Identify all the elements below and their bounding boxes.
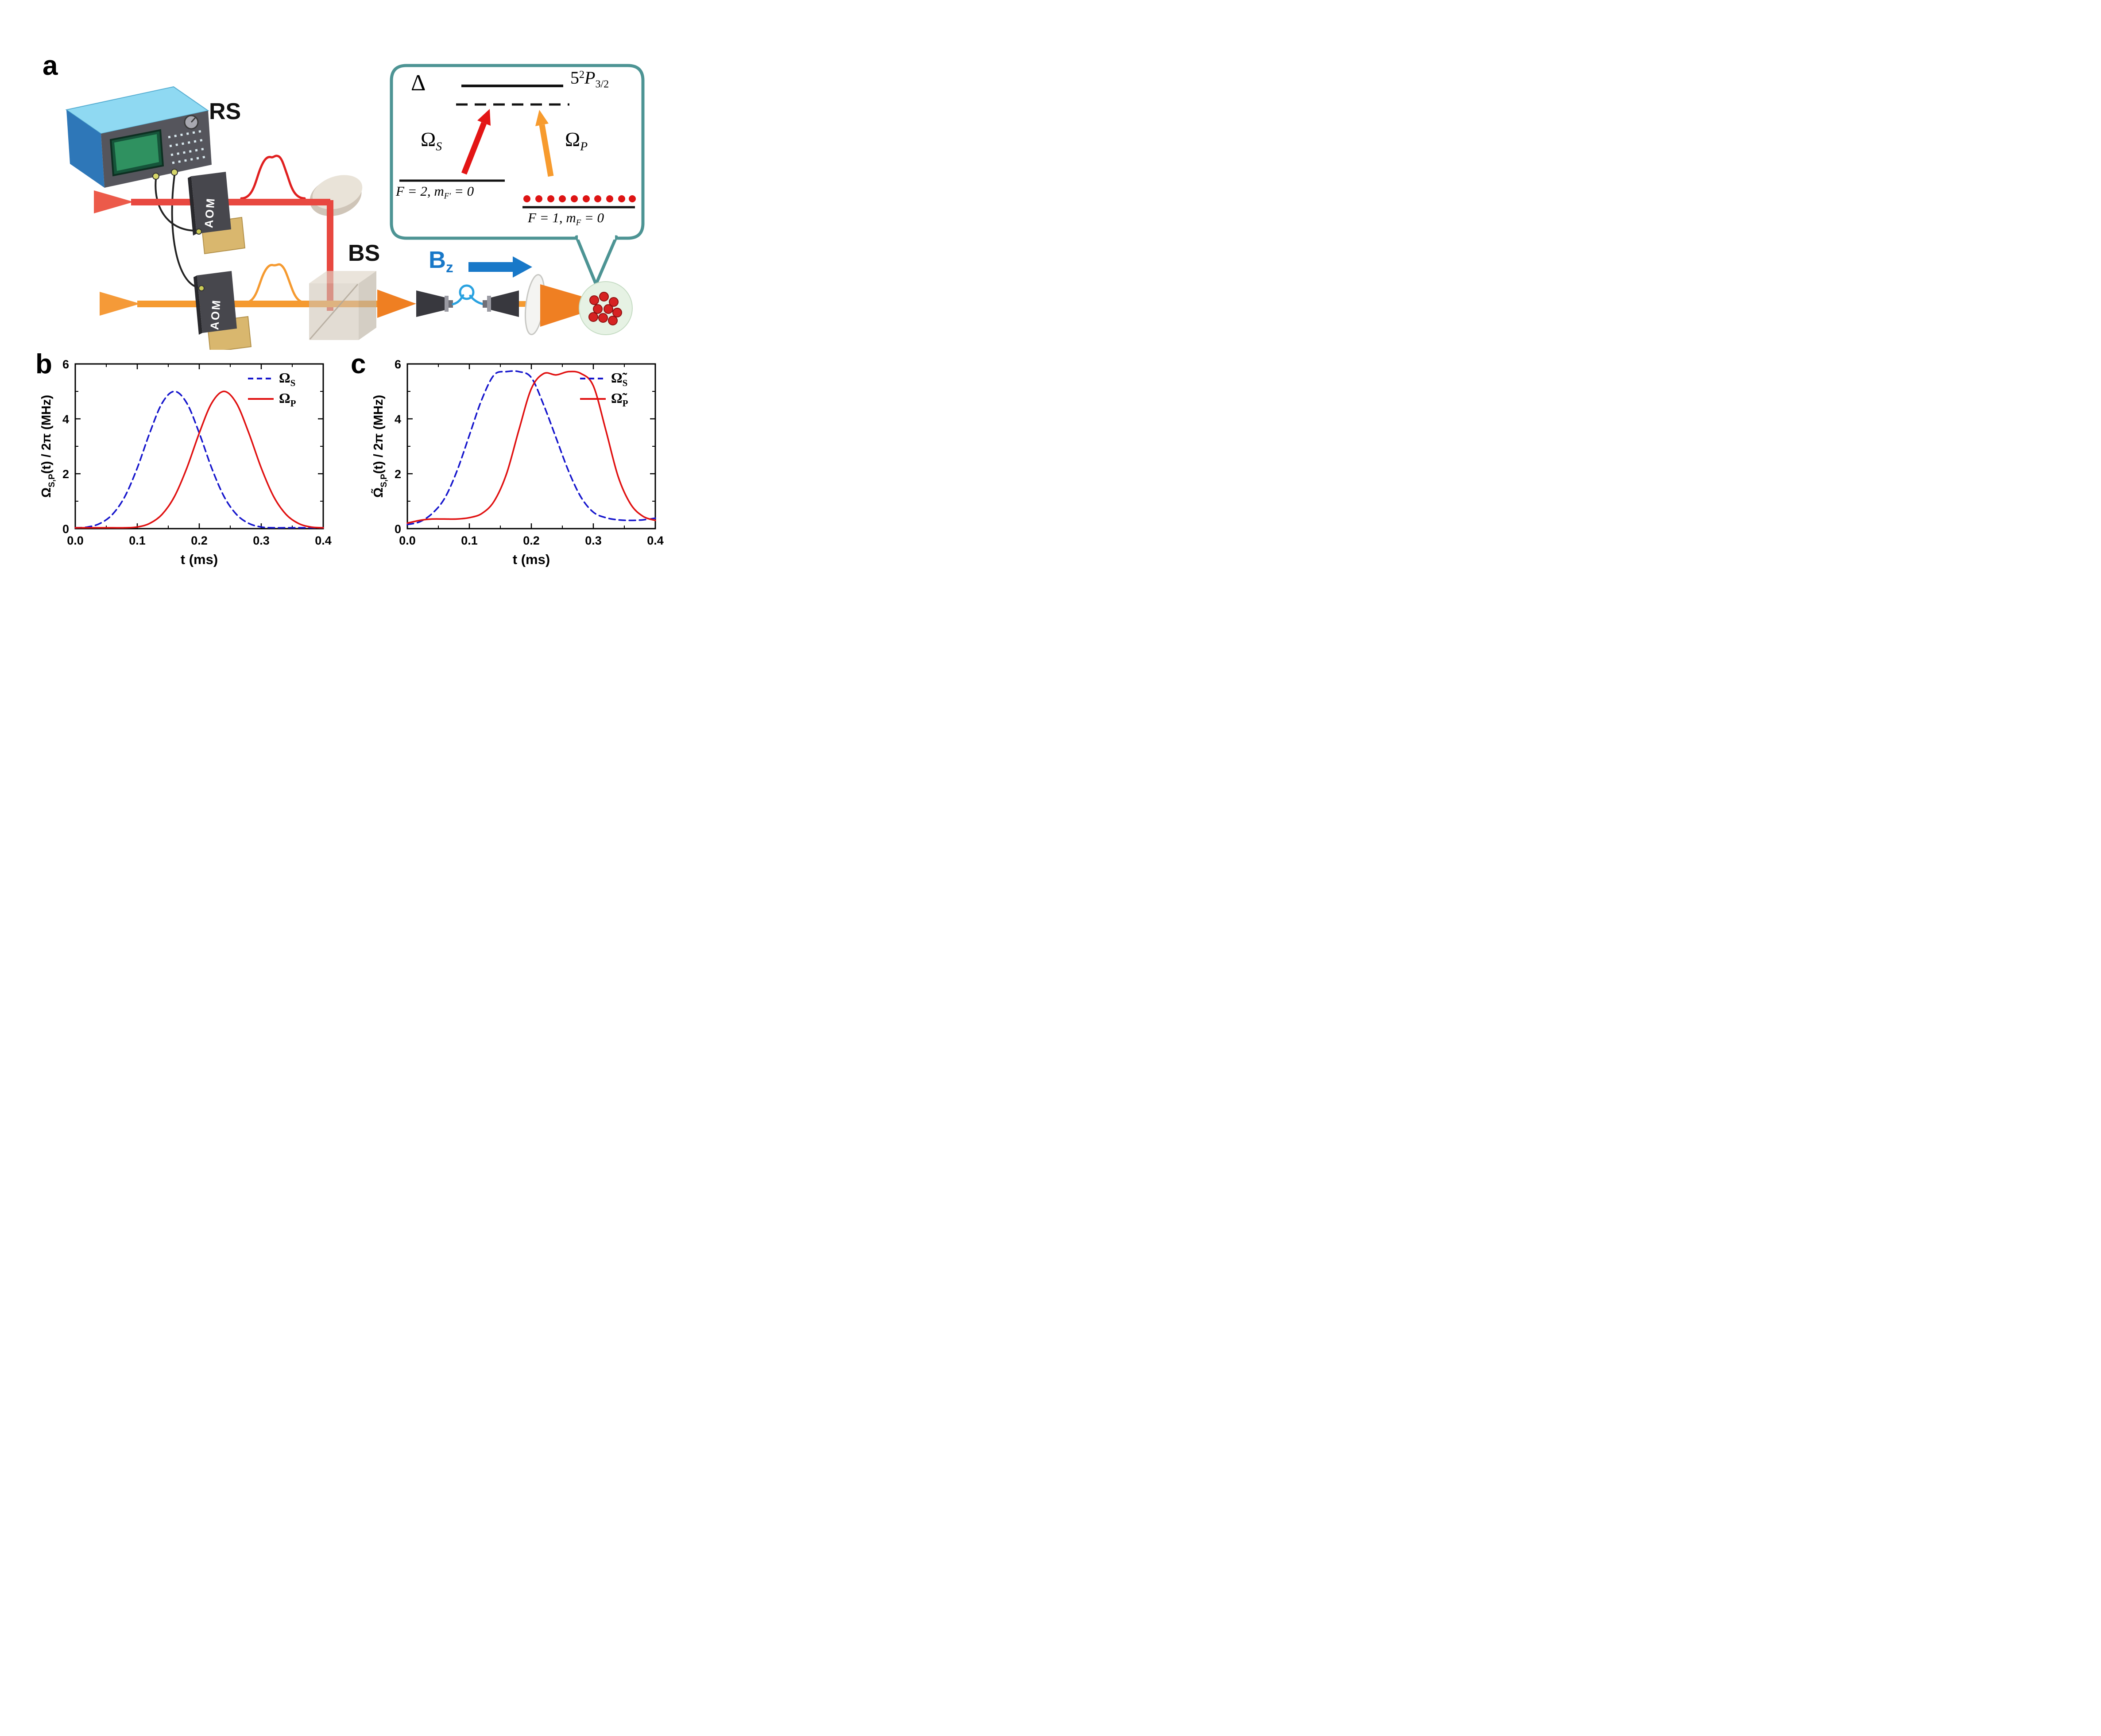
- cable-to-aom2: [171, 175, 200, 289]
- bz-sub: z: [446, 259, 453, 276]
- plot-frame: [74, 363, 324, 530]
- omega-p-label: ΩP: [565, 128, 588, 153]
- x-tick-label: 0.0: [399, 534, 416, 547]
- y-axis-label: ΩS,P(t) / 2π (MHz): [39, 395, 57, 498]
- panel-c-label: c: [351, 349, 366, 379]
- omega-s-label: ΩS: [421, 128, 442, 153]
- chart-c: 0.0 0.1 0.2 0.3 0.4 0 2 4 6 t (ms) Ω̃S,P(t) / 2π (…: [371, 358, 664, 567]
- focus-arrow-orange: [377, 290, 416, 318]
- legend-label: Ω̃P: [611, 390, 628, 409]
- red-pulse-icon: [240, 155, 306, 200]
- y-tick-label: 6: [395, 358, 401, 371]
- bz-label: Bz: [429, 248, 453, 275]
- rf-cables: [155, 175, 200, 289]
- rs-output-connector-2: [171, 169, 178, 176]
- x-tick-label: 0.1: [461, 534, 478, 547]
- fiber-loop: [452, 284, 485, 305]
- y-tick-label: 0: [395, 522, 401, 536]
- ground-f1-label: F = 1, mF = 0: [528, 210, 604, 228]
- x-tick-label: 0.2: [191, 534, 208, 547]
- focusing-cone: [540, 284, 583, 327]
- legend-label: Ω̃S: [611, 370, 627, 388]
- fiber-coupler-2: [483, 290, 519, 317]
- y-tick-label: 6: [62, 358, 69, 371]
- y-tick-label: 2: [62, 468, 69, 481]
- bz-base: B: [429, 247, 446, 273]
- legend-label: ΩP: [279, 390, 296, 409]
- bz-field-arrow: [468, 256, 532, 278]
- series-ΩS: [74, 391, 324, 529]
- y-tick-label: 4: [395, 413, 401, 426]
- orange-pulse-icon: [243, 263, 308, 304]
- signal-generator: [65, 86, 212, 188]
- atom-cloud: [579, 281, 633, 335]
- y-axis-label: Ω̃S,P(t) / 2π (MHz): [371, 395, 389, 498]
- panel-a-label: a: [43, 50, 58, 81]
- aom2-label: AOM: [208, 298, 223, 330]
- bubble-tail: [575, 235, 618, 286]
- series-Ω̃P: [406, 371, 656, 524]
- cable-to-aom1: [155, 178, 196, 232]
- level-inset-bubble: [390, 64, 645, 286]
- x-tick-label: 0.3: [585, 534, 602, 547]
- detuning-label: Δ: [411, 70, 426, 96]
- series-ΩP: [74, 391, 324, 529]
- pump-beam-red: [94, 190, 333, 311]
- legend-label: ΩS: [279, 370, 295, 388]
- bs-label: BS: [348, 240, 380, 266]
- x-tick-label: 0.0: [67, 534, 84, 547]
- x-tick-label: 0.3: [253, 534, 270, 547]
- rs-output-connector-1: [152, 173, 159, 180]
- x-tick-label: 0.4: [647, 534, 664, 547]
- mirror: [310, 175, 363, 217]
- x-tick-label: 0.2: [523, 534, 540, 547]
- setup-diagram: [65, 64, 645, 350]
- omega-s-arrow: [461, 109, 491, 175]
- chart-b: 0.0 0.1 0.2 0.3 0.4 0 2 4 6 t (ms) ΩS,P(t) / 2π (M…: [39, 358, 332, 567]
- series-Ω̃S: [406, 370, 656, 526]
- rs-label: RS: [209, 99, 241, 124]
- ground-f2-label: F = 2, mF′ = 0: [396, 183, 474, 201]
- y-tick-label: 2: [395, 468, 401, 481]
- x-axis-label: t (ms): [513, 552, 550, 567]
- panel-b-label: b: [35, 349, 52, 379]
- x-tick-label: 0.4: [315, 534, 332, 547]
- aom-1: [188, 172, 246, 255]
- fiber-coupler-1: [416, 290, 453, 317]
- y-tick-label: 0: [62, 522, 69, 536]
- aom1-label: AOM: [202, 197, 217, 228]
- population-dots: [523, 195, 636, 202]
- x-tick-label: 0.1: [129, 534, 146, 547]
- aom-2: [193, 271, 252, 350]
- figure: a RS BS AOM AOM Bz Δ 52P3/2 ΩS ΩP F = 2,…: [0, 0, 691, 576]
- omega-p-arrow: [535, 110, 554, 177]
- y-tick-label: 4: [62, 413, 69, 426]
- beam-splitter: [309, 271, 376, 340]
- excited-state-label: 52P3/2: [570, 68, 609, 90]
- x-axis-label: t (ms): [181, 552, 218, 567]
